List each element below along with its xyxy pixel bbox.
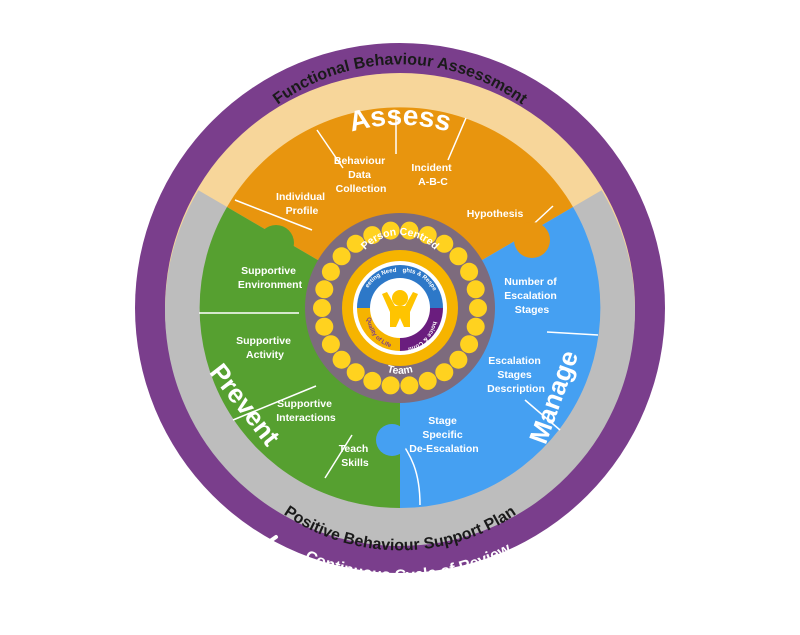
team-bead	[466, 317, 485, 336]
team-bead	[315, 280, 334, 299]
prevent-item-teach-skills: Teach Skills	[339, 443, 372, 469]
team-bead	[332, 247, 351, 266]
prevent-item-environment: Supportive Environment	[238, 265, 303, 291]
prevent-item-interactions: Supportive Interactions	[276, 398, 336, 424]
puzzle-tab-manage	[376, 424, 408, 456]
team-label: Team	[386, 363, 414, 377]
assess-wedge	[227, 107, 573, 308]
team-bead	[346, 363, 365, 382]
team-bead	[460, 262, 479, 281]
manage-item-stages-description: Escalation Stages Description	[487, 355, 545, 395]
assess-item-incident-abc: Incident A-B-C	[411, 162, 454, 188]
team-bead	[313, 299, 331, 317]
team-bead	[418, 226, 437, 245]
team-bead	[381, 376, 400, 395]
team-bead	[469, 299, 487, 317]
team-bead	[363, 371, 382, 390]
assess-item-hypothesis: Hypothesis	[467, 208, 524, 220]
chevron-left-icon	[261, 535, 278, 561]
team-bead	[418, 371, 437, 390]
team-bead	[466, 280, 485, 299]
prevent-item-activity: Supportive Activity	[236, 335, 294, 361]
team-bead	[315, 317, 334, 336]
manage-item-de-escalation: Stage Specific De-Escalation	[409, 415, 478, 455]
assess-item-individual-profile: Individual Profile	[276, 191, 328, 217]
team-bead	[321, 335, 340, 354]
team-bead	[400, 376, 419, 395]
team-bead	[435, 363, 454, 382]
team-bead	[400, 221, 419, 240]
team-beads	[313, 221, 487, 395]
team-bead	[460, 335, 479, 354]
person-celebrating-icon	[382, 290, 418, 327]
team-bead	[449, 350, 468, 369]
team-bead	[332, 350, 351, 369]
manage-item-number-of-stages: Number of Escalation Stages	[504, 276, 559, 316]
team-bead	[381, 221, 400, 240]
team-bead	[346, 234, 365, 253]
team-bead	[449, 247, 468, 266]
assess-item-behaviour-data-collection: Behaviour Data Collection	[334, 155, 388, 195]
puzzle-tab-prevent	[258, 225, 294, 261]
team-bead	[321, 262, 340, 281]
team-bead	[363, 226, 382, 245]
puzzle-tab-assess	[514, 222, 550, 258]
team-bead	[435, 234, 454, 253]
